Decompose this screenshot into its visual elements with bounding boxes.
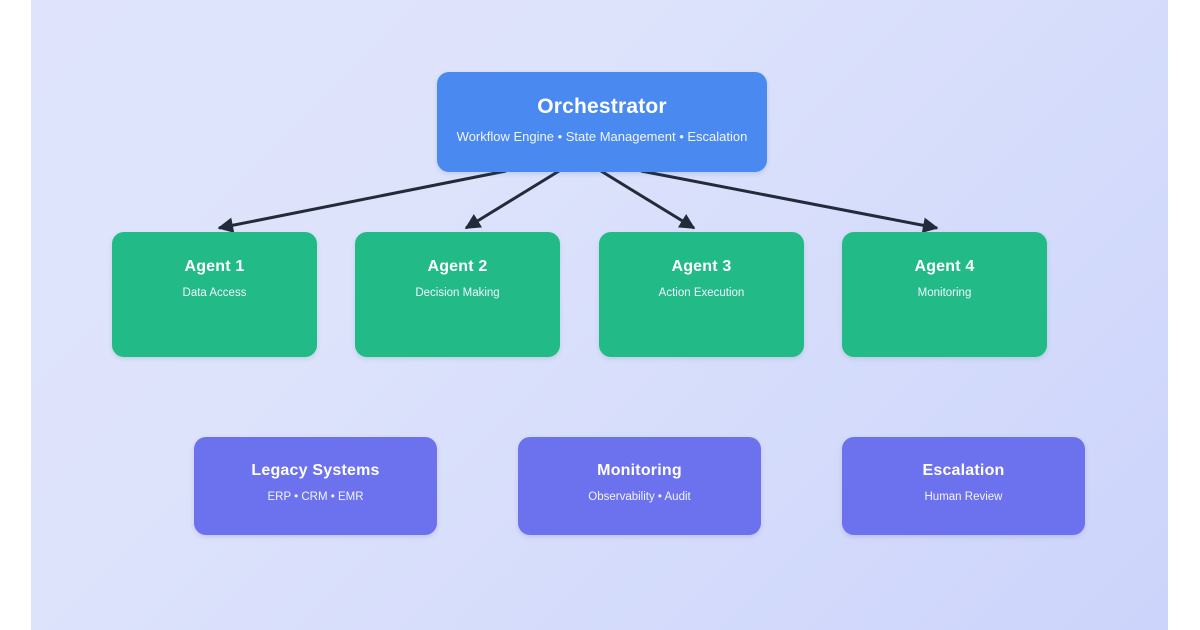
node-legacy-systems[interactable]: Legacy Systems ERP • CRM • EMR — [194, 437, 437, 535]
node-agent-4-subtitle: Monitoring — [917, 286, 972, 299]
node-escalation-subtitle: Human Review — [924, 490, 1003, 503]
node-agent-3-title: Agent 3 — [671, 258, 732, 275]
node-agent-1-title: Agent 1 — [184, 258, 245, 275]
node-agent-2[interactable]: Agent 2 Decision Making — [355, 232, 560, 357]
node-agent-4-title: Agent 4 — [914, 258, 975, 275]
node-agent-3-subtitle: Action Execution — [658, 286, 745, 299]
node-agent-1[interactable]: Agent 1 Data Access — [112, 232, 317, 357]
node-monitoring-subtitle: Observability • Audit — [588, 490, 691, 503]
node-agent-3[interactable]: Agent 3 Action Execution — [599, 232, 804, 357]
node-escalation[interactable]: Escalation Human Review — [842, 437, 1085, 535]
node-agent-1-subtitle: Data Access — [182, 286, 247, 299]
node-monitoring[interactable]: Monitoring Observability • Audit — [518, 437, 761, 535]
node-orchestrator-title: Orchestrator — [537, 95, 667, 118]
node-orchestrator-subtitle: Workflow Engine • State Management • Esc… — [456, 129, 748, 145]
node-legacy-systems-subtitle: ERP • CRM • EMR — [267, 490, 364, 503]
node-legacy-systems-title: Legacy Systems — [251, 462, 380, 479]
node-orchestrator[interactable]: Orchestrator Workflow Engine • State Man… — [437, 72, 767, 172]
node-agent-2-subtitle: Decision Making — [415, 286, 500, 299]
node-escalation-title: Escalation — [922, 462, 1005, 479]
node-agent-2-title: Agent 2 — [427, 258, 488, 275]
node-agent-4[interactable]: Agent 4 Monitoring — [842, 232, 1047, 357]
node-monitoring-title: Monitoring — [597, 462, 682, 479]
